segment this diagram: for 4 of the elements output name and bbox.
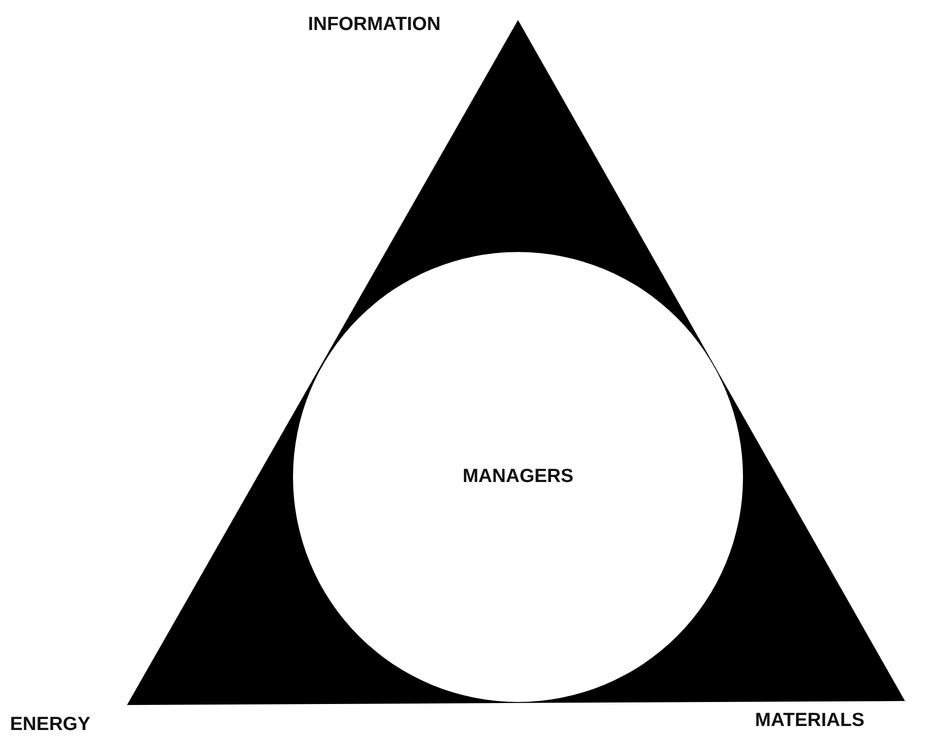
corner-label: INFORMATION xyxy=(308,14,441,36)
node-label: MANAGERS xyxy=(462,466,574,488)
corner-label: ENERGY xyxy=(10,714,90,736)
corner-label: MATERIALS xyxy=(755,710,864,732)
